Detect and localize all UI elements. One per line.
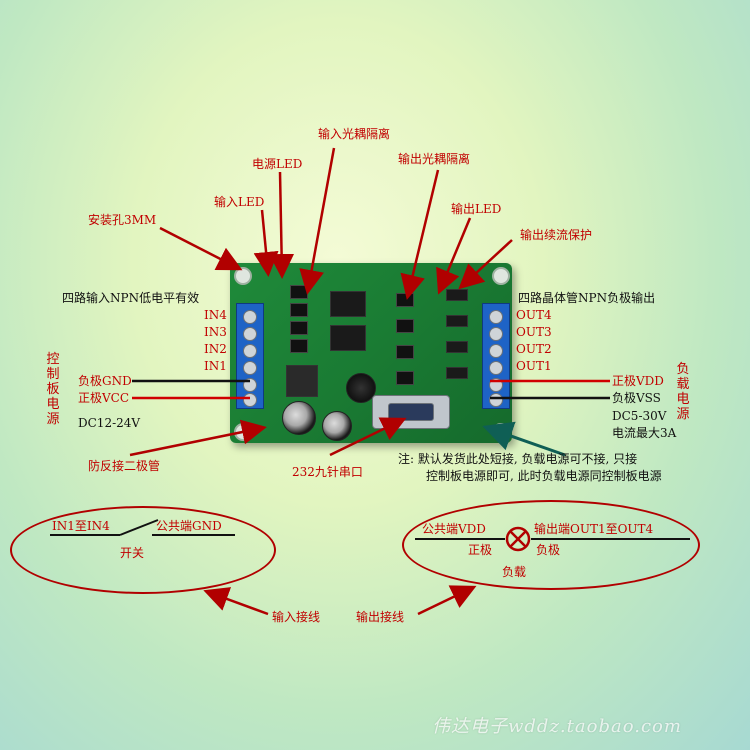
label-control-voltage: DC12-24V [78,416,141,430]
electrolytic-capacitor [322,411,352,441]
arrow-freewheel [458,239,513,290]
watermark: 伟达电子wddz.taobao.com [432,716,682,737]
arrow-output-led [436,217,472,295]
logic-chip [330,325,366,351]
terminal-screw [489,361,503,375]
output-label-out3: OUT3 [516,325,552,339]
db9-serial-socket [388,403,434,421]
output-label-out2: OUT2 [516,342,552,356]
arrow-output-opto [400,169,440,300]
control-power-vertical-label: 控制板电源 [46,352,60,427]
label-output-led: 输出LED [451,202,502,216]
output-transistor [446,315,468,327]
arrow-output-wiring [417,585,477,616]
input-label-in2: IN2 [204,342,227,356]
label-serial: 232九针串口 [292,465,363,479]
electrolytic-capacitor [282,401,316,435]
arrow-input-opto [299,147,336,295]
arrow-input-wiring [203,587,269,616]
mount-hole-top-right [492,267,510,285]
output-wiring-ellipse [402,500,700,590]
terminal-screw [243,361,257,375]
note-line-2: 控制板电源即可, 此时负载电源同控制板电源 [426,469,662,483]
input-diagram-left-label: IN1至IN4 [52,519,110,533]
arrow-reverse-diode [129,419,267,457]
label-vcc: 正极VCC [78,391,130,405]
output-wiring-caption: 输出接线 [356,610,405,624]
label-vss: 负极VSS [612,391,661,405]
inductor [346,373,376,403]
arrow-input-led [253,209,279,277]
terminal-screw [243,327,257,341]
label-reverse-diode: 防反接二极管 [88,459,161,473]
input-label-in4: IN4 [204,308,227,322]
terminal-screw [243,393,257,407]
label-input-led: 输入LED [214,195,265,209]
output-diagram-load-label: 负载 [502,565,527,579]
output-transistor [446,341,468,353]
output-optocoupler [396,371,414,385]
right-title: 四路晶体管NPN负极输出 [518,291,656,305]
voltage-regulator [286,365,318,397]
output-optocoupler [396,345,414,359]
input-optocoupler [290,339,308,353]
output-optocoupler [396,319,414,333]
input-wiring-caption: 输入接线 [272,610,321,624]
load-power-vertical-label: 负载电源 [676,362,690,422]
terminal-screw [243,344,257,358]
output-diagram-neg-label: 负极 [536,543,561,557]
input-optocoupler [290,303,308,317]
output-diagram-out-label: 输出端OUT1至OUT4 [534,522,654,536]
output-diagram-pos-label: 正极 [468,543,493,557]
mount-hole-top-left [234,267,252,285]
arrow-mount-hole [159,226,243,271]
terminal-screw [243,310,257,324]
note-line-1: 注: 默认发货此处短接, 负载电源可不接, 只接 [398,452,638,466]
output-label-out1: OUT1 [516,359,552,373]
output-label-out4: OUT4 [516,308,552,322]
arrow-power-led [269,171,295,279]
left-title: 四路输入NPN低电平有效 [62,291,200,305]
label-power-led: 电源LED [252,157,303,171]
input-label-in1: IN1 [204,359,227,373]
mcu-chip [330,291,366,317]
label-load-current: 电流最大3A [612,426,677,440]
arrow-serial [329,417,407,457]
output-transistor [446,367,468,379]
terminal-screw [489,327,503,341]
input-diagram-right-label: 公共端GND [156,519,222,533]
terminal-screw [489,344,503,358]
terminal-screw [489,393,503,407]
pcb-board [230,263,512,443]
output-diagram-vdd-label: 公共端VDD [422,522,486,536]
label-gnd: 负极GND [78,374,132,388]
label-freewheel: 输出续流保护 [520,228,593,242]
label-vdd: 正极VDD [612,374,664,388]
input-diagram-switch-label: 开关 [120,546,145,560]
input-optocoupler [290,321,308,335]
terminal-screw [489,310,503,324]
arrow-short-note [482,421,566,457]
label-mount-hole: 安装孔3MM [88,213,157,227]
input-wiring-ellipse [10,506,276,594]
label-load-voltage: DC5-30V [612,409,667,423]
input-label-in3: IN3 [204,325,227,339]
label-output-opto: 输出光耦隔离 [398,152,471,166]
label-input-opto: 输入光耦隔离 [318,127,391,141]
